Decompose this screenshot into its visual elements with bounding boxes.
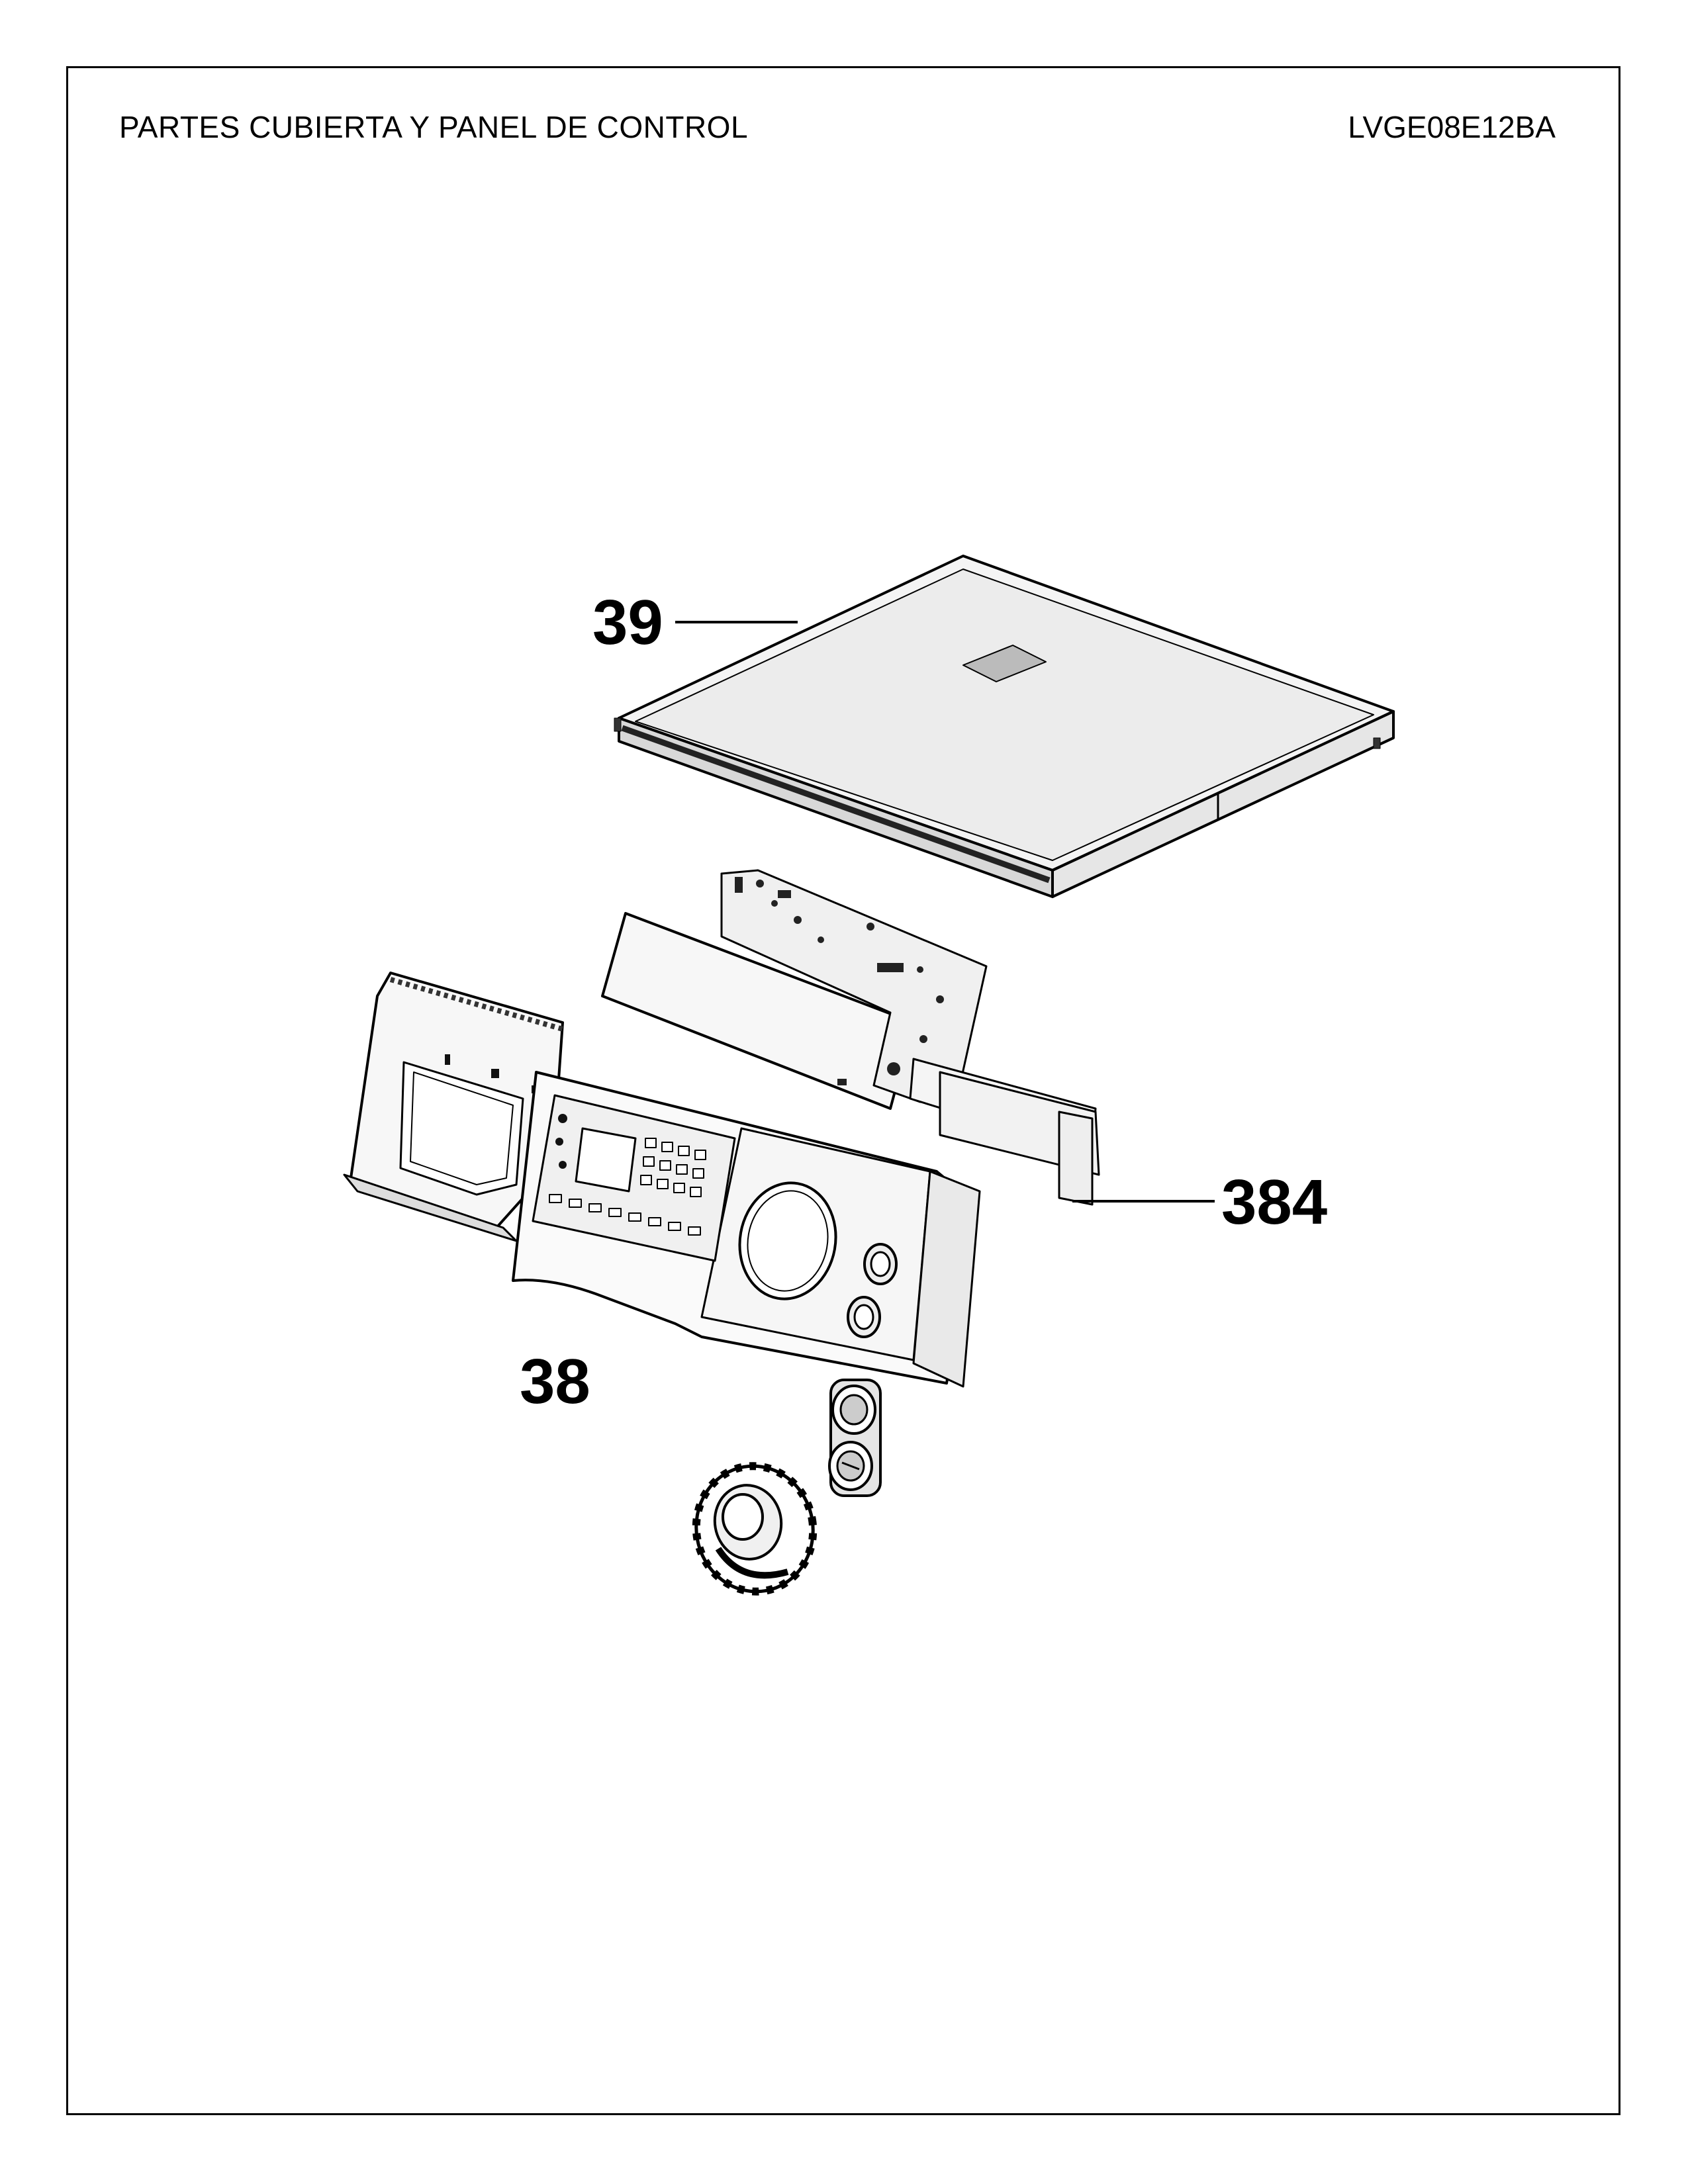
callout-39: 39 [592, 587, 798, 658]
page-title: PARTES CUBIERTA Y PANEL DE CONTROL [119, 110, 749, 144]
callout-label-384: 384 [1221, 1167, 1327, 1238]
callout-38: 38 [520, 1346, 590, 1417]
page-frame [66, 66, 1620, 2115]
model-number: LVGE08E12BA [1348, 110, 1556, 144]
control-board [601, 869, 988, 1110]
large-knob [692, 1462, 818, 1596]
callout-label-39: 39 [592, 587, 663, 658]
callout-label-38: 38 [520, 1346, 590, 1417]
top-cover [614, 555, 1395, 898]
small-knobs [828, 1379, 882, 1497]
callout-384: 384 [1072, 1167, 1327, 1238]
control-panel [343, 972, 1100, 1388]
